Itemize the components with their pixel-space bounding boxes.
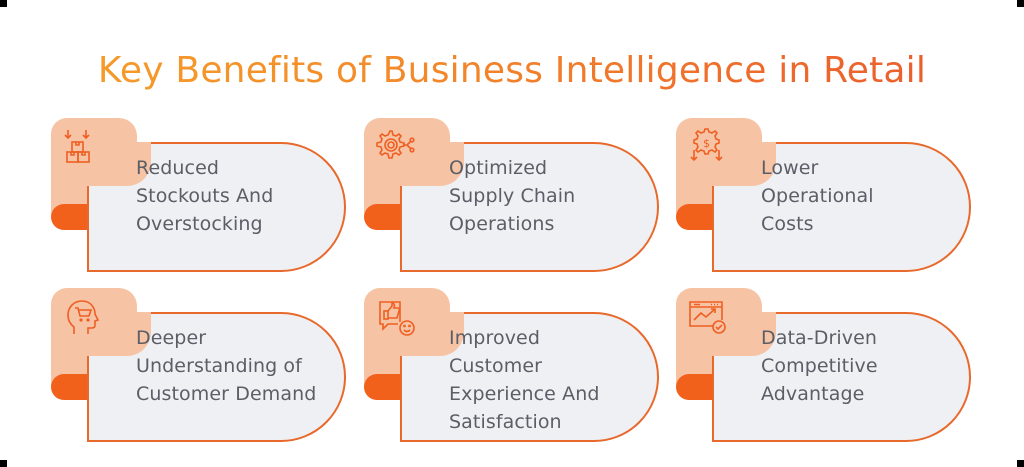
label-line: Reduced [136, 157, 220, 179]
chart-window-check-icon [689, 301, 726, 334]
card-label: Improved Customer Experience And Satisfa… [449, 324, 659, 436]
label-line: Competitive [761, 355, 878, 377]
label-line: Stockouts And [136, 185, 274, 207]
card-label: Optimized Supply Chain Operations [449, 154, 659, 238]
label-line: Understanding of [136, 355, 302, 377]
label-line: Operations [449, 213, 555, 235]
label-line: Customer Demand [136, 383, 317, 405]
label-line: Advantage [761, 383, 865, 405]
head-cart-icon [67, 300, 100, 334]
corner-mark [0, 0, 7, 7]
label-line: Customer [449, 355, 543, 377]
benefit-card: Deeper Understanding of Customer Demand [51, 288, 351, 448]
label-line: Overstocking [136, 213, 263, 235]
page-title: Key Benefits of Business Intelligence in… [0, 50, 1024, 91]
benefit-card: $ Lower Operational Costs [676, 118, 976, 278]
card-label: Reduced Stockouts And Overstocking [136, 154, 346, 238]
label-line: Satisfaction [449, 411, 562, 433]
thumbs-up-smiley-icon [379, 301, 415, 336]
svg-text:$: $ [703, 137, 710, 150]
card-label: Deeper Understanding of Customer Demand [136, 324, 346, 408]
corner-mark [1017, 460, 1024, 467]
label-line: Improved [449, 327, 540, 349]
card-label: Data-Driven Competitive Advantage [761, 324, 971, 408]
benefit-card: Data-Driven Competitive Advantage [676, 288, 976, 448]
corner-mark [1017, 0, 1024, 7]
corner-mark [0, 460, 7, 467]
label-line: Lower [761, 157, 819, 179]
gear-network-icon [376, 130, 415, 159]
dollar-gear-down-arrows-icon: $ [690, 128, 723, 162]
label-line: Costs [761, 213, 814, 235]
label-line: Deeper [136, 327, 207, 349]
label-line: Data-Driven [761, 327, 878, 349]
card-label: Lower Operational Costs [761, 154, 971, 238]
label-line: Experience And [449, 383, 600, 405]
benefit-card: Improved Customer Experience And Satisfa… [364, 288, 664, 448]
card-tab-notch [87, 142, 151, 186]
benefit-card: Reduced Stockouts And Overstocking [51, 118, 351, 278]
card-tab-notch [712, 142, 776, 186]
label-line: Operational [761, 185, 874, 207]
label-line: Supply Chain [449, 185, 576, 207]
benefit-card: Optimized Supply Chain Operations [364, 118, 664, 278]
boxes-down-arrows-icon [64, 130, 90, 163]
label-line: Optimized [449, 157, 548, 179]
